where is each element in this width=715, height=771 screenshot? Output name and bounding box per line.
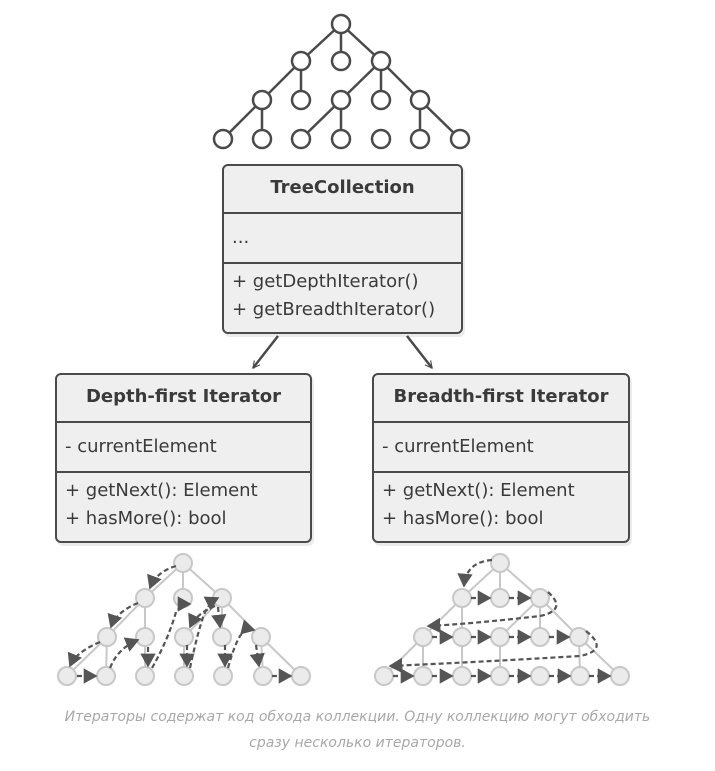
depth-first-iterator-methods: + getNext(): Element + hasMore(): bool <box>57 471 310 533</box>
tree-collection-methods: + getDepthIterator() + getBreadthIterato… <box>224 262 461 324</box>
breadth-first-iterator-methods: + getNext(): Element + hasMore(): bool <box>374 471 628 533</box>
figure-caption: Итераторы содержат код обхода коллекции.… <box>20 704 695 756</box>
method-has-more: + hasMore(): bool <box>65 508 227 529</box>
tree-collection-class: TreeCollection ... + getDepthIterator() … <box>222 164 463 334</box>
field-current-element: - currentElement <box>382 436 534 457</box>
method-get-breadth-iterator: + getBreadthIterator() <box>232 299 436 320</box>
breadth-first-tree-graphic <box>374 553 630 686</box>
caption-line-1: Итераторы содержат код обхода коллекции.… <box>64 709 651 725</box>
caption-line-2: сразу несколько итераторов. <box>249 735 466 751</box>
depth-first-iterator-fields: - currentElement <box>57 421 310 471</box>
breadth-first-iterator-fields: - currentElement <box>374 421 628 471</box>
method-get-next: + getNext(): Element <box>382 480 575 501</box>
breadth-first-iterator-class: Breadth-first Iterator - currentElement … <box>372 373 630 543</box>
tree-collection-title: TreeCollection <box>270 177 415 198</box>
depth-first-iterator-class: Depth-first Iterator - currentElement + … <box>55 373 312 543</box>
breadth-first-iterator-title: Breadth-first Iterator <box>393 386 609 407</box>
diagram-canvas <box>57 13 630 686</box>
depth-first-iterator-title: Depth-first Iterator <box>85 386 282 407</box>
connector-arrows <box>252 335 433 369</box>
tree-collection-graphic <box>212 13 471 150</box>
method-has-more: + hasMore(): bool <box>382 508 544 529</box>
method-get-next: + getNext(): Element <box>65 480 258 501</box>
field-current-element: - currentElement <box>65 436 217 457</box>
tree-collection-fields: ... <box>224 212 461 262</box>
method-get-depth-iterator: + getDepthIterator() <box>232 271 419 292</box>
field-item: ... <box>232 227 250 248</box>
depth-first-tree-graphic <box>57 553 311 686</box>
